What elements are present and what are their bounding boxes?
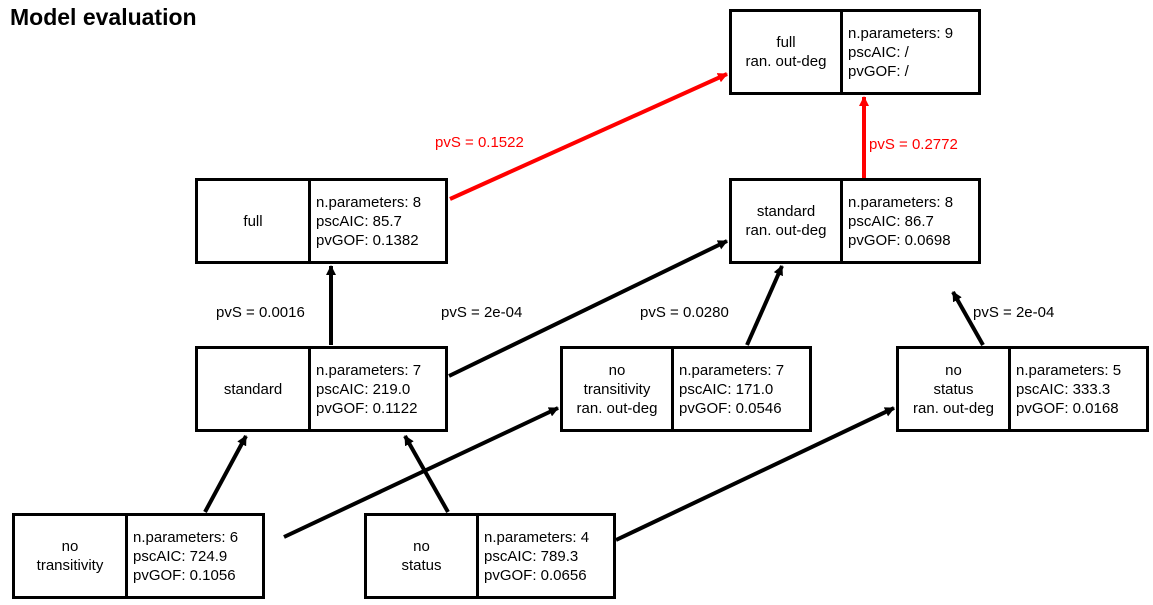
model-name-line: full bbox=[243, 212, 263, 230]
model-name: full ran. out-deg bbox=[732, 12, 843, 92]
model-name-line: ran. out-deg bbox=[745, 222, 827, 239]
model-name-line: status bbox=[401, 557, 442, 574]
edge-label: pvS = 0.1522 bbox=[435, 134, 524, 151]
model-name-line: no bbox=[608, 361, 626, 379]
edge-label: pvS = 0.0016 bbox=[216, 304, 305, 321]
model-stat-line: pvGOF: 0.0698 bbox=[848, 231, 951, 249]
model-stat-line: n.parameters: 8 bbox=[848, 193, 954, 211]
model-name-line: transitivity bbox=[36, 557, 104, 574]
model-name-line: no bbox=[61, 538, 79, 555]
model-stat-line: pscAIC: 219.0 bbox=[316, 380, 411, 398]
edge-label: pvS = 0.2772 bbox=[869, 136, 958, 153]
model-name: standard ran. out-deg bbox=[732, 181, 843, 261]
model-stat-line: pvGOF: 0.0168 bbox=[1016, 399, 1119, 417]
edge-nostatus-to-nostatus-rod bbox=[615, 406, 895, 542]
model-stat-line: n.parameters: 6 bbox=[133, 528, 239, 546]
model-name-line: no bbox=[945, 361, 962, 379]
edge-label: pvS = 2e-04 bbox=[973, 304, 1055, 321]
model-stat-line: pvGOF: / bbox=[848, 62, 909, 80]
model-name-line: status bbox=[933, 380, 974, 398]
model-stat-line: pvGOF: 0.1122 bbox=[316, 399, 418, 417]
model-stat-line: pscAIC: 171.0 bbox=[679, 380, 774, 398]
model-stat-line: n.parameters: 7 bbox=[679, 361, 785, 379]
model-stat-line: n.parameters: 4 bbox=[484, 528, 590, 546]
model-stat-line: pscAIC: / bbox=[848, 43, 909, 61]
model-name-line: standard bbox=[223, 380, 283, 398]
model-stat-line: pvGOF: 0.1382 bbox=[316, 231, 419, 249]
model-stat-line: pscAIC: 85.7 bbox=[316, 212, 402, 230]
edge-nostatus-to-standard bbox=[403, 435, 450, 513]
edge-notrans-to-standard bbox=[203, 435, 248, 513]
model-name-line: no bbox=[413, 538, 430, 555]
model-name: no status bbox=[367, 516, 479, 596]
model-name-line: transitivity bbox=[583, 380, 651, 398]
edge-label: pvS = 2e-04 bbox=[441, 304, 523, 321]
edge-full-to-full-rod bbox=[449, 72, 728, 201]
model-stat-line: pvGOF: 0.0656 bbox=[484, 566, 587, 584]
model-stat-line: pscAIC: 724.9 bbox=[133, 547, 228, 565]
model-name-line: ran. out-deg bbox=[745, 53, 827, 70]
page-title: Model evaluation bbox=[10, 4, 197, 30]
model-stat-line: pvGOF: 0.0546 bbox=[679, 399, 782, 417]
model-stat-line: n.parameters: 8 bbox=[316, 193, 422, 211]
model-name-line: full bbox=[776, 34, 796, 51]
model-name: no transitivity bbox=[15, 516, 128, 596]
model-name-line: ran. out-deg bbox=[913, 399, 994, 417]
model-stat-line: n.parameters: 7 bbox=[316, 361, 422, 379]
model-stat-line: pscAIC: 86.7 bbox=[848, 212, 934, 230]
edge-notrans-rod-to-standard-rod bbox=[745, 265, 784, 346]
model-name: standard bbox=[198, 349, 311, 429]
edge-label: pvS = 0.0280 bbox=[640, 304, 729, 321]
edge-standard-to-standard-rod bbox=[448, 239, 728, 378]
model-stat-line: pvGOF: 0.1056 bbox=[133, 566, 236, 584]
model-stat-line: n.parameters: 9 bbox=[848, 24, 954, 42]
model-name-line: standard bbox=[756, 203, 816, 220]
edge-notrans-to-notrans-rod bbox=[283, 406, 559, 539]
model-stat-line: pscAIC: 333.3 bbox=[1016, 380, 1111, 398]
model-name: full bbox=[198, 181, 311, 261]
model-name-line: ran. out-deg bbox=[576, 399, 658, 417]
model-stat-line: pscAIC: 789.3 bbox=[484, 547, 579, 565]
edge-nostatus-rod-to-standard-rod bbox=[951, 291, 985, 346]
model-stat-line: n.parameters: 5 bbox=[1016, 361, 1122, 379]
